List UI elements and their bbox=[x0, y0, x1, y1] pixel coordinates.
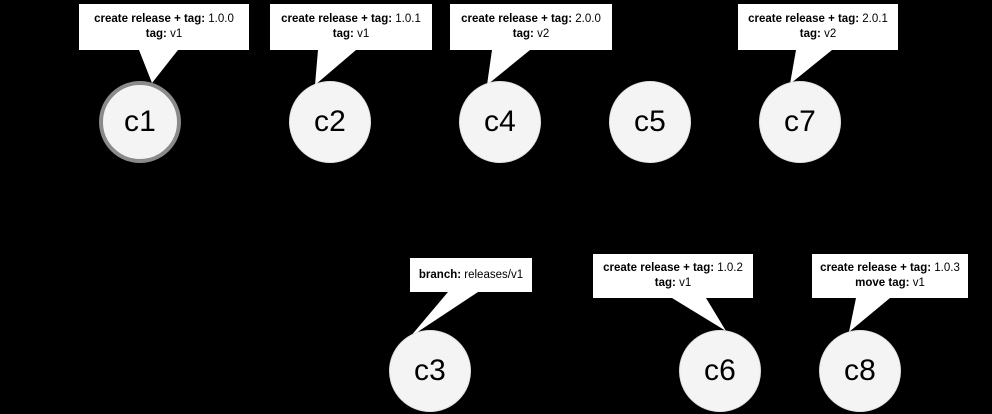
callout-line-key: create release + tag: bbox=[461, 13, 573, 25]
callout-tail-c2 bbox=[315, 50, 356, 85]
commit-node-c2[interactable]: c2 bbox=[289, 81, 371, 163]
callout-line: move tag: v1 bbox=[855, 276, 925, 291]
commit-node-c4[interactable]: c4 bbox=[459, 81, 541, 163]
callout-line-value: v1 bbox=[357, 28, 370, 40]
commit-node-label: c2 bbox=[313, 105, 347, 138]
callout-line-key: tag: bbox=[145, 28, 167, 40]
callout-line-key: tag: bbox=[332, 28, 354, 40]
callout-line-value: 1.0.1 bbox=[395, 13, 421, 25]
callout-line: create release + tag: 1.0.1 bbox=[281, 12, 421, 27]
callout-line: create release + tag: 2.0.1 bbox=[748, 12, 888, 27]
commit-node-c3[interactable]: c3 bbox=[389, 330, 471, 412]
callout-line-value: releases/v1 bbox=[464, 268, 524, 281]
callout-line-value: 1.0.2 bbox=[717, 262, 743, 274]
callout-line-key: branch: bbox=[418, 268, 462, 281]
commit-node-label: c7 bbox=[783, 105, 817, 138]
commit-node-label: c4 bbox=[483, 105, 517, 138]
callout-line: create release + tag: 1.0.0 bbox=[94, 12, 234, 27]
callout-line: create release + tag: 1.0.2 bbox=[603, 261, 743, 276]
callout-line-value: v2 bbox=[537, 28, 550, 40]
callout-tail-c4 bbox=[487, 50, 530, 85]
commit-node-label: c5 bbox=[633, 105, 667, 138]
callout-line: tag: v1 bbox=[146, 27, 182, 42]
callout-line-key: create release + tag: bbox=[820, 262, 932, 274]
callout-tail-c8 bbox=[849, 298, 890, 332]
callout-tail-c1 bbox=[139, 50, 178, 83]
callout-line-value: v1 bbox=[912, 277, 925, 289]
callout-line: tag: v1 bbox=[655, 276, 691, 291]
callout-line-key: create release + tag: bbox=[748, 13, 860, 25]
callout-line-value: 2.0.0 bbox=[575, 13, 601, 25]
commit-node-label: c3 bbox=[413, 354, 447, 387]
callout-c3: branch: releases/v1 bbox=[410, 258, 532, 292]
commit-node-c8[interactable]: c8 bbox=[819, 330, 901, 412]
callout-line-value: 2.0.1 bbox=[862, 13, 888, 25]
callout-line: tag: v2 bbox=[800, 27, 836, 42]
callout-line: tag: v2 bbox=[513, 27, 549, 42]
commit-node-c5[interactable]: c5 bbox=[609, 81, 691, 163]
callout-line: tag: v1 bbox=[333, 27, 369, 42]
commit-node-c1[interactable]: c1 bbox=[99, 81, 181, 163]
callout-line: branch: releases/v1 bbox=[419, 268, 523, 283]
callout-line-value: 1.0.0 bbox=[208, 13, 234, 25]
callout-tail-c7 bbox=[790, 50, 832, 84]
callout-line-value: 1.0.3 bbox=[934, 262, 960, 274]
callout-line-value: v2 bbox=[824, 28, 837, 40]
commit-node-c7[interactable]: c7 bbox=[759, 81, 841, 163]
callout-line-value: v1 bbox=[170, 28, 183, 40]
callout-line-value: v1 bbox=[679, 277, 692, 289]
callout-line-key: tag: bbox=[654, 277, 676, 289]
callout-line: create release + tag: 2.0.0 bbox=[461, 12, 601, 27]
callout-line-key: create release + tag: bbox=[603, 262, 715, 274]
callout-line-key: create release + tag: bbox=[94, 13, 206, 25]
callout-line: create release + tag: 1.0.3 bbox=[820, 261, 960, 276]
callout-line-key: tag: bbox=[512, 28, 534, 40]
callout-tail-c6 bbox=[672, 298, 726, 331]
callout-tail-c3 bbox=[410, 292, 478, 337]
commit-node-label: c1 bbox=[123, 105, 157, 138]
callout-line-key: create release + tag: bbox=[281, 13, 393, 25]
callout-line-key: move tag: bbox=[855, 277, 910, 289]
commit-node-label: c6 bbox=[703, 354, 737, 387]
commit-node-c6[interactable]: c6 bbox=[679, 330, 761, 412]
callout-line-key: tag: bbox=[799, 28, 821, 40]
commit-node-label: c8 bbox=[843, 354, 877, 387]
